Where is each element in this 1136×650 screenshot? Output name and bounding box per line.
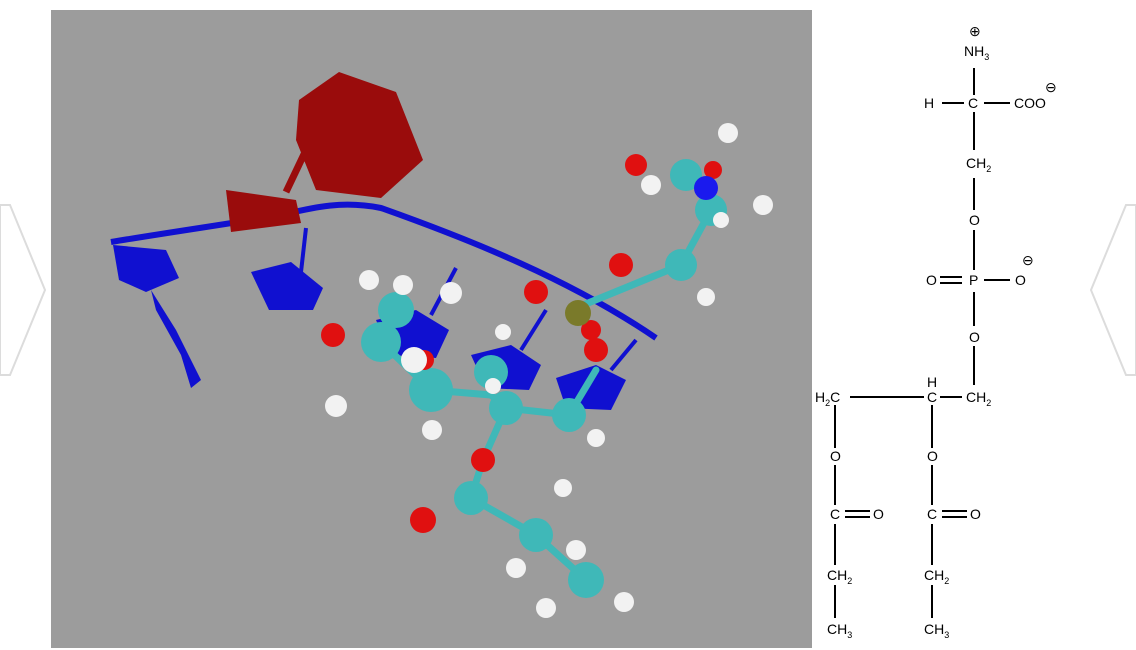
atom-oxygen: [471, 448, 495, 472]
formula-h-alpha: H: [924, 95, 934, 111]
formula-ch2-right: CH2: [924, 567, 949, 586]
atom-carbon: [519, 518, 553, 552]
atom-hydrogen: [401, 347, 427, 373]
atom-hydrogen: [422, 420, 442, 440]
formula-o-right-carbonyl: O: [970, 506, 981, 522]
atom-carbon: [568, 562, 604, 598]
formula-charge-minus-p: ⊖: [1022, 252, 1034, 268]
structural-formula-drawing: ⊕ NH3 H C COO ⊖ CH2 O O P O ⊖ O H2C H C …: [815, 23, 1057, 640]
formula-c-alpha: C: [968, 95, 978, 111]
atom-hydrogen: [554, 479, 572, 497]
atom-nitrogen: [694, 176, 718, 200]
formula-c-right-carbonyl: C: [927, 506, 937, 522]
formula-h2c: H2C: [815, 389, 840, 408]
atom-carbon: [361, 322, 401, 362]
base-stalk-4: [519, 308, 548, 352]
atom-hydrogen: [713, 212, 729, 228]
atom-carbon: [474, 355, 508, 389]
atom-hydrogen: [697, 288, 715, 306]
atom-carbon: [552, 398, 586, 432]
atom-hydrogen: [495, 324, 511, 340]
base-stalk-2: [299, 227, 308, 273]
formula-o-left-ester: O: [830, 448, 841, 464]
atom-hydrogen: [506, 558, 526, 578]
formula-nh3: NH3: [964, 43, 989, 62]
formula-ch2-glycerol: CH2: [966, 389, 991, 408]
formula-ch2-serine: CH2: [966, 155, 991, 174]
formula-c-left-carbonyl: C: [830, 506, 840, 522]
formula-c-glycerol: C: [927, 389, 937, 405]
formula-o-right-ester: O: [927, 448, 938, 464]
atom-oxygen: [321, 323, 345, 347]
atom-oxygen: [625, 154, 647, 176]
formula-charge-minus-coo: ⊖: [1045, 79, 1057, 95]
atom-hydrogen: [485, 378, 501, 394]
formula-o-left-carbonyl: O: [873, 506, 884, 522]
formula-ch2-left: CH2: [827, 567, 852, 586]
formula-h-glycerol: H: [927, 374, 937, 390]
formula-o-1: O: [969, 212, 980, 228]
atom-oxygen: [609, 253, 633, 277]
atom-oxygen: [704, 161, 722, 179]
atom-hydrogen: [359, 270, 379, 290]
formula-ch3-left: CH3: [827, 621, 852, 640]
molecule-3d-panel: [51, 10, 812, 648]
atom-oxygen: [524, 280, 548, 304]
structural-formula: ⊕ NH3 H C COO ⊖ CH2 O O P O ⊖ O H2C H C …: [812, 0, 1136, 650]
atom-oxygen: [584, 338, 608, 362]
atom-carbon: [489, 391, 523, 425]
atom-hydrogen: [614, 592, 634, 612]
watermark-left-arrow: [0, 204, 47, 376]
atom-hydrogen: [753, 195, 773, 215]
atom-hydrogen: [440, 282, 462, 304]
atom-hydrogen: [587, 429, 605, 447]
ribbon-red-link: [282, 148, 310, 194]
formula-o-2: O: [969, 329, 980, 345]
atom-hydrogen: [325, 395, 347, 417]
formula-ch3-right: CH3: [924, 621, 949, 640]
atom-hydrogen: [536, 598, 556, 618]
atom-oxygen: [410, 507, 436, 533]
atom-carbon: [454, 481, 488, 515]
formula-p: P: [969, 272, 978, 288]
atom-hydrogen: [718, 123, 738, 143]
base-stalk-5: [609, 338, 638, 372]
atom-carbon: [378, 292, 414, 328]
atom-carbon: [409, 368, 453, 412]
base-ring-red: [296, 72, 423, 198]
formula-o-double: O: [926, 272, 937, 288]
formula-charge-plus: ⊕: [969, 23, 981, 39]
base-ring-blue-1: [113, 245, 179, 292]
ribbon-red-segment: [226, 190, 301, 232]
watermark-right-arrow: [1089, 204, 1136, 376]
formula-o-phosphate: O: [1015, 272, 1026, 288]
backbone-ribbon: [110, 201, 658, 341]
molecule-3d-render: [110, 72, 773, 618]
base-ring-blue-2: [251, 262, 323, 310]
base-tail-blue: [151, 290, 201, 388]
atom-carbon: [670, 159, 702, 191]
atom-hydrogen: [641, 175, 661, 195]
atom-phosphorus: [565, 300, 591, 326]
atom-hydrogen: [393, 275, 413, 295]
atom-carbon: [665, 249, 697, 281]
atoms: [321, 123, 773, 618]
atom-hydrogen: [567, 541, 585, 559]
formula-coo: COO: [1014, 95, 1046, 111]
atom-oxygen: [581, 320, 601, 340]
formula-bonds: [834, 68, 1010, 618]
